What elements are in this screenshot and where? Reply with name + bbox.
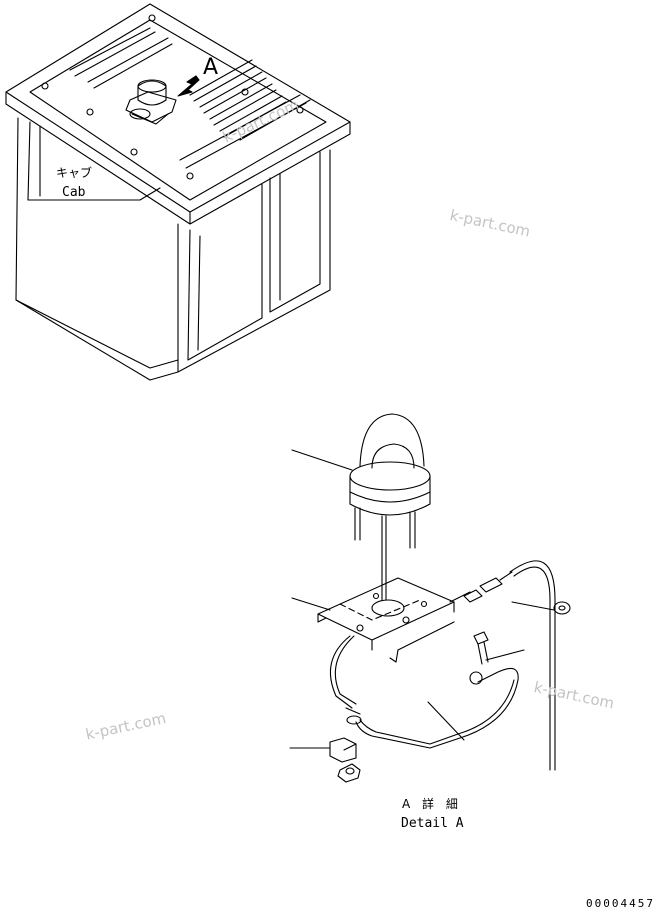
- cab-label-en: Cab: [62, 185, 86, 200]
- detail-label-en: Detail A: [401, 816, 464, 831]
- cab-label-jp: キャブ: [56, 166, 93, 180]
- cab-illustration: [5, 3, 351, 381]
- view-arrow-label: A: [203, 55, 219, 80]
- drawing-number: 00004457: [586, 897, 655, 910]
- detail-a-illustration: [289, 413, 571, 783]
- detail-label-jp: A 詳 細: [402, 797, 462, 811]
